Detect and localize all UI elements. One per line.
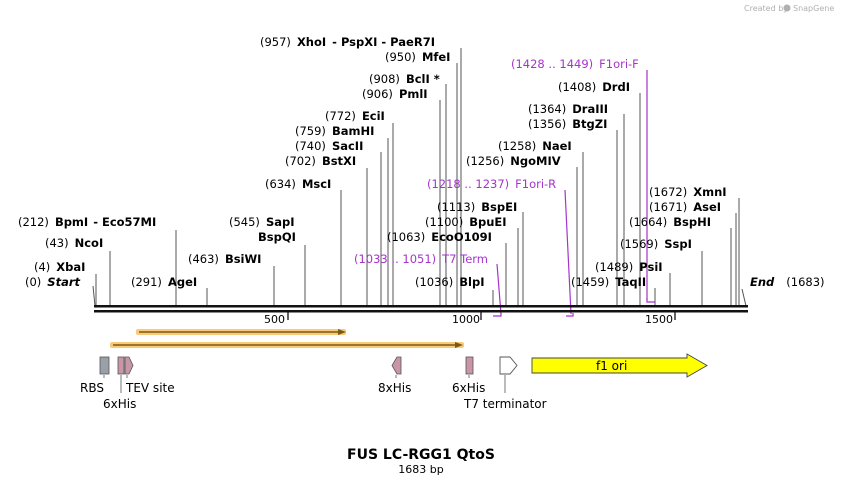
dna-strand-bottom xyxy=(94,310,748,313)
ruler-label-1000: 1000 xyxy=(452,313,480,326)
dna-strand-top xyxy=(94,305,748,308)
site-label-sacii[interactable]: (740)SacII xyxy=(295,139,363,153)
site-label-bsiwi[interactable]: (463)BsiWI xyxy=(188,252,261,266)
feature-rbs[interactable] xyxy=(99,356,110,375)
site-label-drdi[interactable]: (1408)DrdI xyxy=(558,80,630,94)
primer-marker-t7term xyxy=(493,313,502,317)
start-label: (0)Start xyxy=(25,275,81,289)
orf-short-arrowhead xyxy=(338,329,346,335)
feature-label-rbs: RBS xyxy=(80,381,104,395)
primer-marker-f1orif xyxy=(646,298,655,303)
site-label-xmni[interactable]: (1672)XmnI xyxy=(649,185,727,199)
feature-label-6xhis-1: 6xHis xyxy=(103,397,136,411)
site-label-asei[interactable]: (1671)AseI xyxy=(649,200,721,214)
site-label-naei[interactable]: (1258)NaeI xyxy=(498,139,572,153)
site-label-bcli[interactable]: (908)BclI * xyxy=(369,72,440,86)
site-label-taqii[interactable]: (1459)TaqII xyxy=(571,275,646,289)
features xyxy=(99,353,708,393)
site-label-ngomiv[interactable]: (1256)NgoMIV xyxy=(466,154,561,168)
site-lines xyxy=(92,48,747,307)
site-label-ecii[interactable]: (772)EciI xyxy=(325,109,385,123)
site-label-psii[interactable]: (1489)PsiI xyxy=(595,260,663,274)
feature-tev-site[interactable] xyxy=(124,356,134,375)
credit-text: Created by xyxy=(744,4,788,13)
site-label-xhoi[interactable]: (957)XhoI- PspXI - PaeR7I xyxy=(260,35,435,49)
site-label-msci[interactable]: (634)MscI xyxy=(265,177,331,191)
site-line-start xyxy=(92,285,96,307)
site-label-btgzi[interactable]: (1356)BtgZI xyxy=(528,117,607,131)
site-label-bsphi[interactable]: (1664)BspHI xyxy=(629,215,711,229)
feature-label-f1-ori: f1 ori xyxy=(596,359,627,373)
ruler-label-500: 500 xyxy=(264,313,285,326)
site-label-xbai[interactable]: (4)XbaI xyxy=(34,260,85,274)
site-label-ncoi[interactable]: (43)NcoI xyxy=(45,236,103,250)
ruler-label-1500: 1500 xyxy=(645,313,673,326)
site-label-bspei[interactable]: (1113)BspEI xyxy=(437,200,517,214)
feature-t7-terminator[interactable] xyxy=(499,356,518,375)
site-label-pmli[interactable]: (906)PmlI xyxy=(362,87,428,101)
orf-long-arrowhead xyxy=(455,342,463,348)
site-label-blpi[interactable]: (1036)BlpI xyxy=(415,275,484,289)
orf-arrows xyxy=(110,329,464,348)
site-label-sspi[interactable]: (1569)SspI xyxy=(620,237,692,251)
feature-label-6xhis-2: 6xHis xyxy=(452,381,485,395)
site-label-bamhi[interactable]: (759)BamHI xyxy=(295,124,374,138)
feature-f1-ori[interactable] xyxy=(531,353,708,378)
primer-label-f1orif[interactable]: (1428 .. 1449)F1ori-F xyxy=(511,57,639,71)
site-label-draiii[interactable]: (1364)DraIII xyxy=(528,102,608,116)
credit-brand: SnapGene xyxy=(793,4,834,13)
feature-6xhis-1[interactable] xyxy=(117,356,125,375)
map-length: 1683 bp xyxy=(398,463,443,476)
feature-labels: RBS 6xHis TEV site 8xHis 6xHis T7 termin… xyxy=(80,359,627,411)
feature-label-tev-site: TEV site xyxy=(125,381,175,395)
site-labels: (0)Start (4)XbaI (43)NcoI (212)BpmI- Eco… xyxy=(18,35,825,289)
credit: Created by SnapGene xyxy=(744,4,834,13)
map-title: FUS LC-RGG1 QtoS xyxy=(347,447,495,463)
site-line-end xyxy=(741,288,747,307)
end-label: End(1683) xyxy=(750,275,825,289)
feature-label-t7-terminator: T7 terminator xyxy=(463,397,547,411)
site-label-mfei[interactable]: (950)MfeI xyxy=(385,50,450,64)
sequence-ruler: 500 1000 1500 xyxy=(94,305,748,326)
site-label-ecoo109i[interactable]: (1063)EcoO109I xyxy=(387,230,492,244)
snapgene-logo-icon xyxy=(783,4,791,12)
site-label-sapi[interactable]: (545)SapI xyxy=(229,215,295,229)
site-label-bstxi[interactable]: (702)BstXI xyxy=(285,154,356,168)
primer-lines xyxy=(493,70,655,317)
primer-label-t7term[interactable]: (1033 .. 1051)T7 Term xyxy=(354,252,488,266)
site-label-agei[interactable]: (291)AgeI xyxy=(131,275,197,289)
feature-label-8xhis: 8xHis xyxy=(378,381,411,395)
primer-marker-f1orir xyxy=(566,313,574,317)
site-label-bspqi[interactable]: BspQI xyxy=(258,230,296,244)
primer-label-f1orir[interactable]: (1218 .. 1237)F1ori-R xyxy=(427,177,556,191)
site-label-bpuei[interactable]: (1100)BpuEI xyxy=(425,215,507,229)
site-label-bpmi[interactable]: (212)BpmI- Eco57MI xyxy=(18,215,156,229)
primer-line-f1orir xyxy=(564,189,572,315)
primer-labels: (1033 .. 1051)T7 Term (1218 .. 1237)F1or… xyxy=(354,57,639,266)
feature-8xhis[interactable] xyxy=(391,356,402,375)
feature-6xhis-2[interactable] xyxy=(465,356,474,375)
